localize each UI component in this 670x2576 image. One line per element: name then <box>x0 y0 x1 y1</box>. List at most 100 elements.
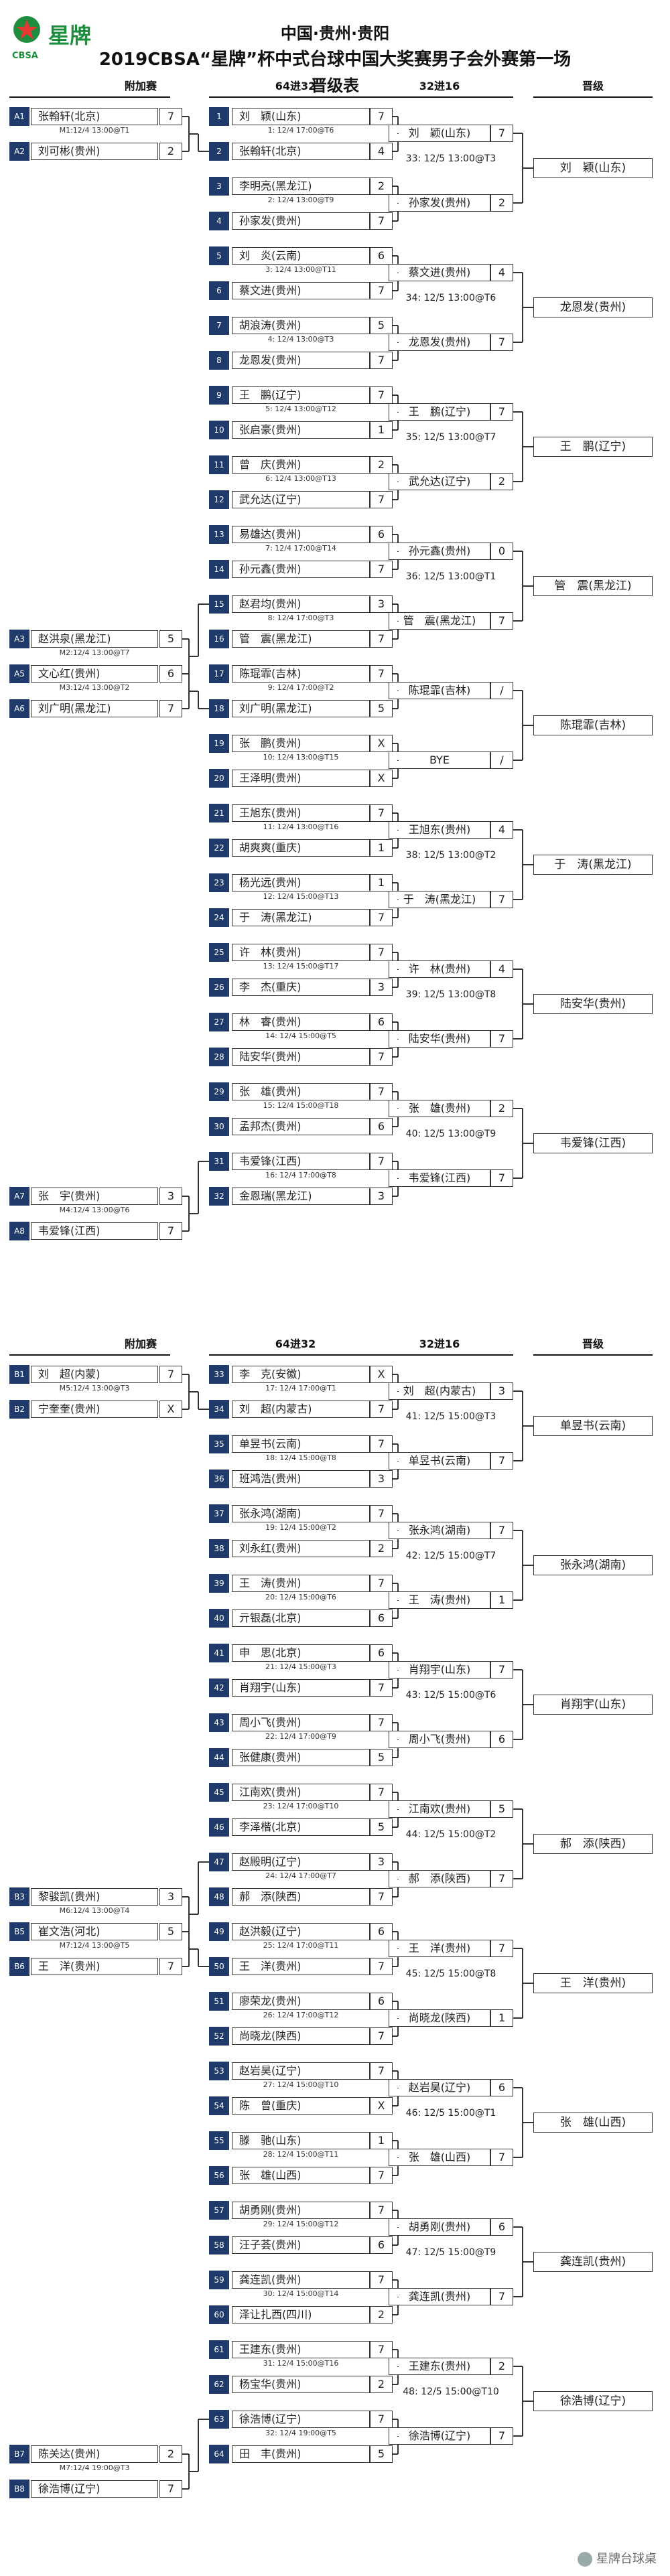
logo-brand-text: 星牌 <box>48 23 92 48</box>
match-score: 5 <box>370 700 393 717</box>
r32-score: 2 <box>490 2358 513 2375</box>
bracket-line <box>393 603 398 605</box>
bracket-line <box>397 2436 399 2437</box>
bracket-line <box>393 1792 398 1793</box>
r32-schedule: 36: 12/5 13:00@T1 <box>405 571 496 582</box>
match-schedule: 28: 12/4 15:00@T11 <box>263 2150 339 2159</box>
qual-score: 2 <box>159 143 182 160</box>
r32-player-name: 于 涛(黑龙江) <box>389 891 490 908</box>
match-score: 3 <box>370 1853 393 1871</box>
match-score: 2 <box>370 177 393 195</box>
qual-schedule: M1:12/4 13:00@T1 <box>59 126 130 135</box>
r32-schedule: 41: 12/5 15:00@T3 <box>405 1411 496 1422</box>
r32-score: 1 <box>490 2009 513 2027</box>
player-name: 张健康(贵州) <box>232 1749 370 1766</box>
bracket-line <box>393 1757 398 1758</box>
bracket-line <box>182 1896 189 1898</box>
match-score: 2 <box>370 456 393 474</box>
column-header-r32: 32进16 <box>419 1338 460 1350</box>
match-schedule: 29: 12/4 15:00@T12 <box>263 2220 339 2228</box>
seed-number: 24 <box>209 908 229 927</box>
qual-player-name: 黎骏凯(贵州) <box>31 1888 158 1906</box>
bracket-line <box>397 830 399 831</box>
bracket-line <box>513 1808 523 1810</box>
match-score: X <box>370 735 393 752</box>
bracket-line <box>397 342 399 343</box>
r32-schedule: 35: 12/5 13:00@T7 <box>405 432 496 443</box>
player-name: 易雄达(贵州) <box>232 526 370 543</box>
seed-number: 64 <box>209 2445 229 2463</box>
bracket-line <box>393 1091 398 1092</box>
seed-number: 30 <box>209 1117 229 1136</box>
bracket-line <box>393 1021 398 1023</box>
qual-player-name: 王 洋(贵州) <box>31 1958 158 1975</box>
player-name: 管 震(黑龙江) <box>232 630 370 648</box>
player-name: 李明亮(黑龙江) <box>232 177 370 195</box>
r32-player-name: 孙元鑫(贵州) <box>389 543 490 560</box>
player-name: 泽让扎西(四川) <box>232 2306 370 2323</box>
bracket-line <box>393 220 398 222</box>
match-score: 7 <box>370 2027 393 2045</box>
player-name: 胡爽爽(重庆) <box>232 839 370 857</box>
r32-player-name: 陆安华(贵州) <box>389 1030 490 1048</box>
bracket-line <box>397 2366 399 2367</box>
match-schedule: 2: 12/4 13:00@T9 <box>267 196 334 204</box>
player-name: 赵岩昊(辽宁) <box>232 2062 370 2080</box>
qual-seed-id: A1 <box>9 107 29 126</box>
qual-player-name: 崔文浩(河北) <box>31 1923 158 1940</box>
match-score: 7 <box>370 944 393 961</box>
player-name: 龙恩发(贵州) <box>232 352 370 369</box>
bracket-line <box>397 1178 399 1179</box>
r32-player-name: 江南欢(贵州) <box>389 1800 490 1818</box>
r32-score: 2 <box>490 194 513 212</box>
r32-player-name: BYE <box>389 752 490 769</box>
seed-number: 59 <box>209 2271 229 2289</box>
advancing-player: 韦爱锋(江西) <box>533 1133 653 1153</box>
match-schedule: 19: 12/4 15:00@T2 <box>265 1523 336 1532</box>
player-name: 曾 庆(贵州) <box>232 456 370 474</box>
bracket-line <box>198 1862 199 1914</box>
bracket-line <box>513 1460 523 1461</box>
column-header-qual: 附加赛 <box>124 80 157 92</box>
match-score: 3 <box>370 979 393 996</box>
seed-number: 20 <box>209 769 229 788</box>
qual-player-name: 韦爱锋(江西) <box>31 1222 158 1240</box>
seed-number: 55 <box>209 2131 229 2150</box>
bracket-line <box>397 1108 399 1109</box>
match-score: 7 <box>370 2271 393 2289</box>
bracket-line <box>393 2279 398 2281</box>
r32-score: 7 <box>490 1661 513 1678</box>
bracket-line <box>513 1530 523 1531</box>
match-score: 7 <box>370 2167 393 2184</box>
bracket-line <box>393 464 398 466</box>
player-name: 陆安华(贵州) <box>232 1048 370 1066</box>
player-name: 刘永红(贵州) <box>232 1540 370 1557</box>
match-score: 6 <box>370 1923 393 1940</box>
bracket-line <box>182 151 189 152</box>
bracket-line <box>393 116 398 117</box>
bracket-line <box>513 2087 523 2088</box>
seed-number: 62 <box>209 2375 229 2394</box>
bracket-line <box>393 569 398 570</box>
qual-score: 7 <box>159 1222 182 1240</box>
match-schedule: 4: 12/4 13:00@T3 <box>267 335 334 344</box>
bracket-line <box>397 2018 399 2019</box>
r32-player-name: 张 雄(山西) <box>389 2149 490 2166</box>
seed-number: 36 <box>209 1470 229 1488</box>
bracket-line <box>189 1391 198 1392</box>
seed-number: 13 <box>209 525 229 544</box>
r32-schedule: 39: 12/5 13:00@T8 <box>405 989 496 1000</box>
r32-score: 4 <box>490 264 513 281</box>
seed-number: 35 <box>209 1435 229 1453</box>
r32-schedule: 43: 12/5 15:00@T6 <box>405 1690 496 1701</box>
match-schedule: 30: 12/4 15:00@T14 <box>263 2289 339 2298</box>
match-score: 6 <box>370 1644 393 1662</box>
advancing-player: 郝 添(陕西) <box>533 1834 653 1854</box>
qual-player-name: 赵洪泉(黑龙江) <box>31 630 158 648</box>
qual-seed-id: B7 <box>9 2445 29 2463</box>
bracket-line <box>393 708 398 709</box>
r32-score: 6 <box>490 1731 513 1748</box>
match-schedule: 25: 12/4 17:00@T11 <box>263 1941 339 1950</box>
r32-schedule: 48: 12/5 15:00@T10 <box>403 2386 499 2397</box>
r32-player-name: 刘 颖(山东) <box>389 125 490 142</box>
